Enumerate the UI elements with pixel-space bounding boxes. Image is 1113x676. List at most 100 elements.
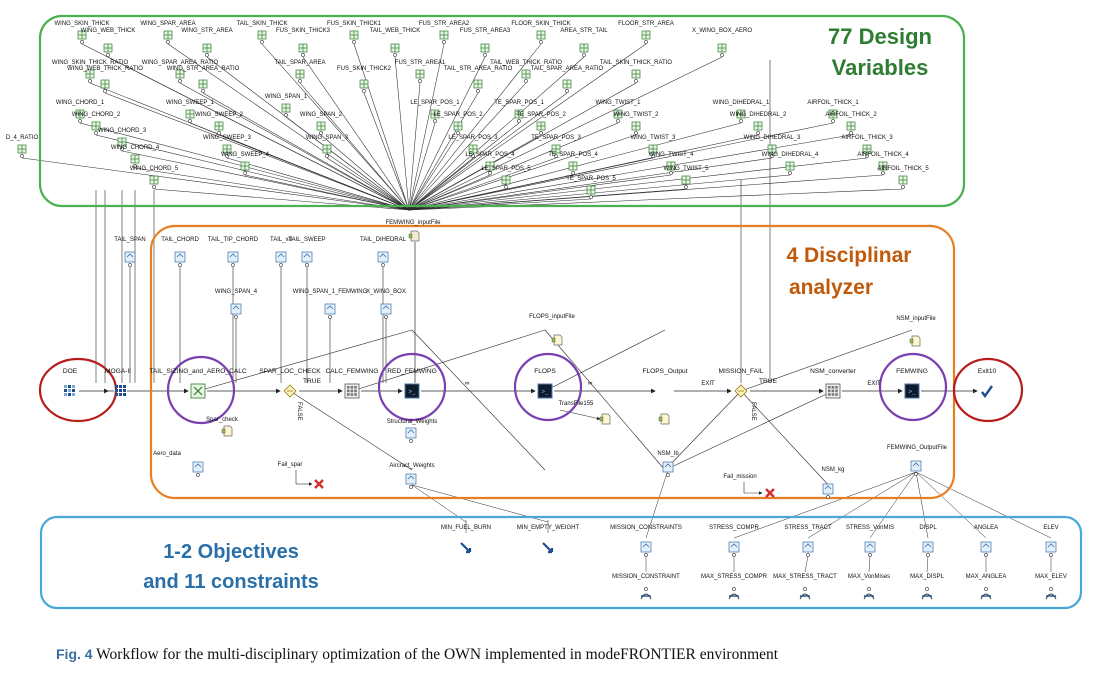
connector (107, 56, 410, 211)
connector (926, 555, 929, 573)
design-variable-label: WING_STR_AREA (181, 28, 232, 34)
node-tail-sizing-and-aero-calc (190, 383, 206, 399)
design-variable-label: TE_SPAR_POS_1 (494, 100, 544, 106)
design-variable-label: FUS_STR_AREA1 (395, 60, 446, 66)
design-variable-label: WING_CHORD_2 (72, 112, 121, 118)
design-variable-label: WING_TWIST_4 (648, 152, 694, 158)
workflow-node-label: MISSION_FAIL (718, 368, 763, 375)
input-variable-icon (631, 121, 641, 135)
design-variable-label: LE_SPAR_POS_1 (410, 100, 460, 106)
input-variable-icon (473, 79, 483, 93)
connector (408, 92, 479, 211)
svg-text:>_: >_ (408, 389, 416, 396)
design-variable-label: FLOOR_SKIN_THICK (511, 21, 570, 27)
design-variable-label: WING_SPAN_1 (265, 94, 308, 100)
connector (645, 469, 669, 539)
design-variable-label: FUS_SKIN_THICK1 (327, 21, 382, 27)
connector (408, 43, 542, 211)
node-moga-ii (108, 385, 126, 396)
connector (167, 43, 410, 211)
input-variable-icon (551, 144, 561, 158)
highlight-analyzer-circle (878, 352, 948, 422)
input-variable-icon (767, 144, 777, 158)
design-variable-label: TAIL_SKIN_THICK (237, 21, 288, 27)
connector (408, 122, 834, 211)
connector (299, 82, 410, 211)
design-variable-label: LE_SPAR_POS_4 (465, 152, 515, 158)
analyzer-input-icon (301, 251, 313, 267)
group-analyzers (149, 224, 956, 500)
spar-check-file-icon (221, 425, 233, 437)
design-variable-label: WING_TWIST_2 (613, 112, 659, 118)
design-variable-label: TAIL_WEB_THICK (370, 28, 421, 34)
design-variable-label: WING_CHORD_1 (56, 100, 105, 106)
analyzer-input-icon (380, 303, 392, 319)
constraint-label: MAX_STRESS_COMPR (701, 574, 768, 580)
node-doe (64, 385, 75, 396)
constraint-label: MAX_ANGLEA (966, 574, 1007, 580)
workflow-node-label: SPAR_LOC_CHECK (259, 368, 321, 375)
analyzer-input-label: WING_SPAN_1_FEMWING (293, 289, 368, 295)
design-variable-label: WING_SPAN_3 (306, 135, 349, 141)
analyzer-input-icon (227, 251, 239, 267)
input-variable-icon (77, 30, 87, 44)
input-variable-icon (130, 154, 140, 168)
exit-label: EXIT (867, 381, 881, 387)
design-variable-label: WING_SWEEP_2 (195, 112, 244, 118)
input-variable-icon (536, 30, 546, 44)
design-variable-label: AIRFOIL_THICK_1 (807, 100, 859, 106)
input-variable-icon (536, 121, 546, 135)
connector (868, 555, 871, 573)
figure-caption: Fig. 4 Workflow for the multi-disciplina… (56, 646, 1096, 664)
analyzer-input-icon (324, 303, 336, 319)
node-exit10 (981, 385, 993, 399)
input-variable-icon (359, 79, 369, 93)
connector (408, 82, 421, 211)
objective-label: MIN_EMPTY_WEIGHT (517, 525, 580, 531)
connector (408, 134, 459, 211)
input-variable-icon (415, 69, 425, 83)
svg-text:>_: >_ (908, 389, 916, 396)
workflow-node-label: CALC_FEMWING (325, 368, 378, 375)
design-variable-label: WING_SPAN_2 (300, 112, 343, 118)
highlight-exit-circle (952, 357, 1024, 423)
aero-data-label: Aero_data (153, 451, 181, 457)
input-variable-icon (430, 109, 440, 123)
connector (408, 157, 773, 211)
design-variable-label: TE_SPAR_POS_2 (516, 112, 566, 118)
input-variable-icon (17, 144, 27, 158)
femwing-output-label: FEMWING_OutputFile (887, 445, 948, 451)
group-title-analyzer-line1: 4 Disciplinar (787, 244, 912, 267)
connector (179, 82, 410, 211)
design-variable-label: AIRFOIL_THICK_4 (857, 152, 909, 158)
design-variable-label: AREA_STR_TAIL (560, 28, 608, 34)
highlight-analyzer-circle (513, 352, 583, 422)
input-variable-icon (163, 30, 173, 44)
design-variable-label: WING_WEB_THICK (81, 28, 136, 34)
connector (353, 43, 410, 211)
connector (559, 409, 601, 421)
connector (411, 484, 467, 523)
femwing-input-file-label: FEMWING_inputFile (385, 220, 441, 226)
flops-input-file-label: FLOPS_inputFile (529, 314, 575, 320)
input-variable-icon (316, 121, 326, 135)
analyzer-input-icon (174, 251, 186, 267)
node-spar-loc-check (283, 384, 297, 398)
analyzer-input-icon (230, 303, 242, 319)
output-variable-icon (640, 541, 652, 557)
design-variable-label: WING_DIHEDRAL_3 (744, 135, 801, 141)
nsm-lb-icon (662, 461, 674, 477)
input-variable-icon (322, 144, 332, 158)
input-variable-icon (117, 137, 127, 151)
connector (408, 134, 637, 211)
design-variable-label: FUS_STR_AREA2 (419, 21, 470, 27)
design-variable-label: WING_WEB_THICK_RATIO (67, 66, 143, 72)
nsm-input-file-label: NSM_inputFile (896, 316, 936, 322)
analyzer-input-label: X_WING_BOX (366, 289, 406, 295)
input-variable-icon (521, 69, 531, 83)
nodes: >_>_>_ (17, 30, 1057, 600)
input-variable-icon (579, 43, 589, 57)
connector (740, 390, 834, 491)
input-variable-icon (295, 69, 305, 83)
